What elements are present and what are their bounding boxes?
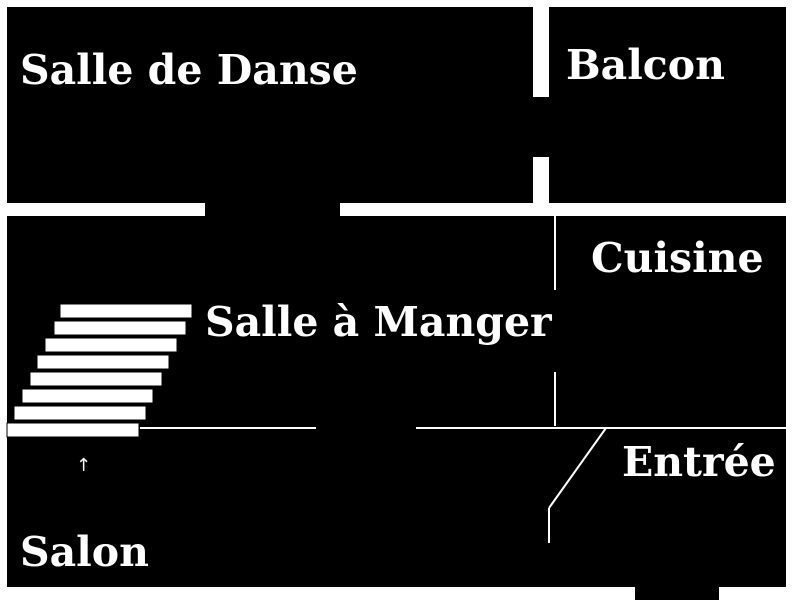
stair-tread (59, 303, 193, 319)
entrance-label: Entrée (622, 438, 776, 486)
ballroom-doorway (205, 203, 340, 216)
stair-tread (44, 337, 178, 353)
stair-tread (53, 320, 187, 336)
stair-tread (21, 388, 154, 404)
stair-tread (29, 371, 163, 387)
stair-tread (13, 405, 147, 421)
staircase (6, 303, 193, 438)
entrance-diagonal-wall (548, 427, 607, 509)
stair-tread (36, 354, 170, 370)
living-label: Salon (20, 528, 149, 576)
front-door-opening (635, 587, 719, 600)
dining-label: Salle à Manger (205, 298, 553, 346)
interior-walls (140, 216, 786, 543)
stairs-up-arrow-icon: ↑ (76, 455, 91, 476)
balcony-floor (549, 7, 786, 203)
ballroom-floor (7, 7, 533, 203)
balcony-doorway (533, 97, 549, 157)
stair-tread (6, 422, 140, 438)
balcony-label: Balcon (566, 41, 725, 89)
kitchen-label: Cuisine (591, 234, 764, 282)
ballroom-label: Salle de Danse (20, 46, 358, 94)
